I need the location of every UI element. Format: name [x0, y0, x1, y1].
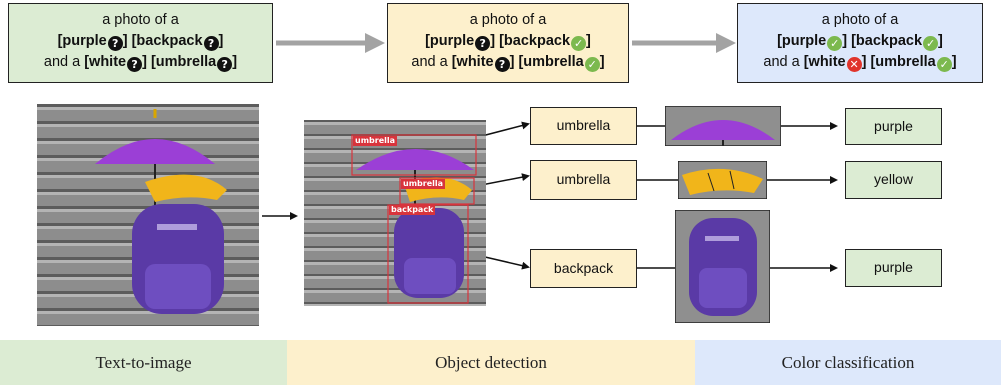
detection-tag-umbrella-1: umbrella	[353, 136, 398, 146]
color-result-1: purple	[845, 108, 942, 145]
prompt-token: ]	[490, 33, 496, 49]
prompt-token: [purple	[57, 33, 107, 49]
prompt-line-2: [purple✓] [backpack✓]	[738, 31, 982, 52]
prompt-token: [backpack	[847, 33, 923, 49]
prompt-line-3: and a [white?] [umbrella✓]	[388, 52, 628, 73]
object-label-2: umbrella	[530, 160, 637, 200]
check-badge-icon: ✓	[923, 36, 939, 51]
prompt-token: [white	[803, 54, 846, 70]
prompt-line-3: and a [white✕] [umbrella✓]	[738, 52, 982, 73]
prompt-token: ]	[599, 54, 605, 70]
object-label-3: backpack	[530, 249, 637, 288]
prompt-token: ]	[842, 33, 848, 49]
prompt-token: [backpack	[127, 33, 203, 49]
check-badge-icon: ✓	[827, 36, 843, 51]
prompt-token: and a	[763, 54, 804, 70]
question-badge-icon: ?	[203, 36, 219, 51]
prompt-line-2: [purple?] [backpack✓]	[388, 31, 628, 52]
prompt-line-1: a photo of a	[821, 12, 899, 28]
prompt-token: [umbrella	[146, 54, 217, 70]
prompt-token: ]	[232, 54, 238, 70]
purple-umbrella	[95, 139, 215, 164]
question-badge-icon: ?	[494, 57, 510, 72]
check-badge-icon: ✓	[571, 36, 587, 51]
prompt-token: ]	[938, 33, 943, 49]
prompt-box-1: a photo of a [purple?] [backpack?] and a…	[8, 3, 273, 83]
prompt-token: ]	[861, 54, 867, 70]
prompt-token: ]	[218, 33, 224, 49]
bbox-umbrella-1	[351, 134, 477, 176]
prompt-token: ]	[951, 54, 957, 70]
prompt-token: [white	[84, 54, 127, 70]
prompt-token: ]	[122, 33, 128, 49]
prompt-token: [white	[451, 54, 494, 70]
prompt-token: and a	[411, 54, 452, 70]
prompt-token: [backpack	[495, 33, 571, 49]
prompt-line-1: a photo of a	[102, 12, 179, 28]
prompt-token: [umbrella	[514, 54, 584, 70]
prompt-token: ]	[586, 33, 591, 49]
question-badge-icon: ?	[475, 36, 491, 51]
yellow-umbrella	[145, 174, 227, 202]
crop-purple-umbrella	[665, 106, 781, 146]
detection-tag-umbrella-2: umbrella	[401, 179, 446, 189]
stage-color-classification: Color classification	[695, 340, 1001, 385]
prompt-token: [purple	[777, 33, 827, 49]
prompt-token: [purple	[425, 33, 475, 49]
detection-tag-backpack: backpack	[389, 205, 436, 215]
question-badge-icon: ?	[127, 57, 143, 72]
stage-text-to-image: Text-to-image	[0, 340, 287, 385]
question-badge-icon: ?	[107, 36, 123, 51]
prompt-box-3: a photo of a [purple✓] [backpack✓] and a…	[737, 3, 983, 83]
prompt-token: ]	[142, 54, 147, 70]
prompt-line-3: and a [white?] [umbrella?]	[9, 52, 272, 73]
generated-image	[37, 104, 259, 326]
prompt-token: and a	[43, 54, 85, 70]
check-badge-icon: ✓	[584, 57, 600, 72]
stage-object-detection: Object detection	[287, 340, 695, 385]
prompt-box-2: a photo of a [purple?] [backpack✓] and a…	[387, 3, 629, 83]
color-result-2: yellow	[845, 161, 942, 199]
check-badge-icon: ✓	[936, 57, 952, 72]
crop-purple-backpack	[675, 210, 770, 323]
prompt-token: [umbrella	[866, 54, 936, 70]
prompt-line-1: a photo of a	[469, 12, 547, 28]
prompt-line-2: [purple?] [backpack?]	[9, 31, 272, 52]
bbox-umbrella-2	[399, 177, 475, 205]
color-result-3: purple	[845, 249, 942, 287]
crop-yellow-umbrella	[678, 161, 767, 199]
prompt-token: ]	[509, 54, 515, 70]
question-badge-icon: ?	[217, 57, 233, 72]
object-label-1: umbrella	[530, 107, 637, 145]
cross-badge-icon: ✕	[846, 57, 862, 72]
